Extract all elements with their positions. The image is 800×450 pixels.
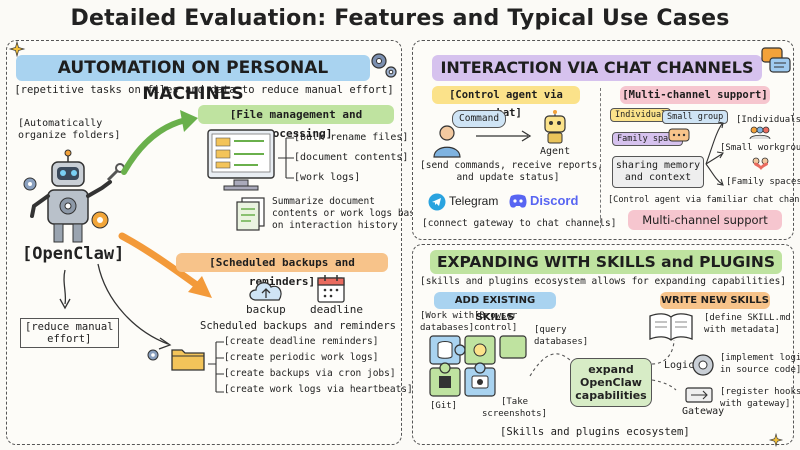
telegram-label: Telegram: [449, 194, 499, 208]
gears-icon: [371, 53, 397, 78]
automation-banner: AUTOMATION ON PERSONAL MACHINES: [16, 55, 370, 104]
bubble-family-space: Family space: [612, 132, 684, 146]
add-skills-header: ADD EXISTING SKILLS: [434, 292, 556, 323]
file-item-0: [bulk rename files]: [294, 132, 409, 143]
skills-subtitle: [skills and plugins ecosystem allows for…: [419, 276, 787, 287]
arrow-to-agent-icon: [476, 130, 532, 142]
write-skills-header: WRITE NEW SKILLS: [660, 292, 770, 309]
file-mgmt-header: [File management and processing]: [198, 105, 394, 140]
control-desc: [send commands, receive reports, and upd…: [420, 160, 604, 183]
discord-icon: [509, 194, 527, 208]
write-item-2: [register hooks with gateway]: [720, 387, 800, 409]
auto-organize-label: [Automatically organize folders]: [18, 118, 121, 141]
deadline-label: deadline: [310, 303, 363, 316]
backup-label: backup: [246, 303, 286, 316]
reduce-effort-label: [reduce manual effort]: [20, 318, 119, 348]
command-bubble: Command: [452, 110, 507, 128]
gateway-label: [connect gateway to chat channels]: [422, 218, 617, 229]
backup-item-3: [create work logs via heartbeats]: [224, 384, 413, 395]
skills-banner: EXPANDING WITH SKILLS and PLUGINS: [430, 250, 782, 274]
puzzle-label-git: [Git]: [430, 401, 458, 411]
openclaw-label: [OpenClaw]: [22, 244, 125, 264]
robot-icon: [23, 149, 125, 243]
calendar-icon: [317, 275, 345, 303]
bubble-individual: Individual: [610, 108, 672, 122]
file-item-1: [document contents]: [294, 152, 409, 163]
folder-icon: [171, 349, 205, 371]
star-icon: [768, 432, 784, 448]
write-item-1: [implement logic in source code]: [720, 353, 800, 375]
gateway-icon: [685, 387, 713, 403]
backup-item-0: [create deadline reminders]: [224, 336, 379, 347]
multi-arrows-icon: [705, 121, 724, 186]
dots-bubble-icon: [668, 128, 690, 142]
file-summary: Summarize document contents or work logs…: [272, 196, 426, 231]
computer-icon: [207, 129, 275, 191]
person-icon: [433, 125, 461, 158]
file-item-2: [work logs]: [294, 172, 361, 183]
puzzle-icon: [429, 335, 527, 397]
chat-banner: INTERACTION VIA CHAT CHANNELS: [432, 55, 762, 81]
backup-item-2: [create backups via cron jobs]: [224, 368, 396, 379]
backups-subheading: Scheduled backups and reminders: [200, 320, 396, 332]
expand-connectors: [529, 339, 677, 391]
agent-label: Agent: [540, 146, 571, 157]
logic-label: Logic: [664, 360, 695, 371]
file-items-connector: [278, 137, 294, 179]
people-icon: [749, 126, 771, 140]
familiar-label: [Control agent via familiar chat channel…: [608, 195, 800, 205]
logic-gear-icon: [692, 354, 714, 376]
control-header: [Control agent via chat]: [432, 86, 580, 119]
gear-small-icon: [147, 349, 159, 361]
sharing-box: sharing memory and context: [612, 156, 704, 188]
target-workgroups: [Small workgroups]: [720, 143, 800, 153]
gateway-text: Gateway: [682, 406, 725, 417]
arrow-to-folder-icon: [97, 263, 172, 350]
book-icon: [649, 313, 693, 341]
expand-box: expand OpenClaw capabilities: [570, 358, 652, 407]
puzzle-label-browser: [Browser control]: [474, 311, 518, 333]
multi-footer: Multi-channel support: [628, 210, 782, 230]
automation-subtitle: [repetitive tasks on files and data to r…: [14, 84, 394, 96]
agent-robot-icon: [544, 110, 566, 144]
puzzle-label-query: [query databases]: [534, 325, 589, 347]
arrow-down-icon: [59, 269, 71, 310]
chat-bubbles-icon: [761, 47, 791, 73]
page-title: Detailed Evaluation: Features and Typica…: [70, 6, 730, 31]
target-individuals: [Individuals]: [736, 115, 800, 125]
orange-arrow-icon: [118, 232, 212, 298]
write-item-0: [define SKILL.md with metadata]: [704, 313, 791, 335]
puzzle-label-db: [Work with databases]: [420, 311, 475, 333]
chat-divider: [600, 88, 601, 228]
backups-header: [Scheduled backups and reminders]: [176, 253, 388, 288]
multi-header: [Multi-channel support]: [620, 86, 770, 104]
family-icon: [752, 157, 769, 170]
backup-items-connector: [208, 341, 224, 393]
bubble-small-group: Small group: [662, 110, 729, 124]
telegram-icon: [428, 193, 446, 211]
documents-icon: [236, 197, 265, 231]
target-family: [Family spaces]: [726, 177, 800, 187]
sparkle-icon: [8, 40, 26, 58]
discord-label: Discord: [530, 193, 579, 208]
green-arrow-icon: [121, 110, 198, 175]
puzzle-label-screenshots: [Take screenshots]: [482, 397, 548, 419]
backup-item-1: [create periodic work logs]: [224, 352, 379, 363]
skills-footer: [Skills and plugins ecosystem]: [500, 426, 690, 438]
cloud-upload-icon: [249, 282, 282, 301]
